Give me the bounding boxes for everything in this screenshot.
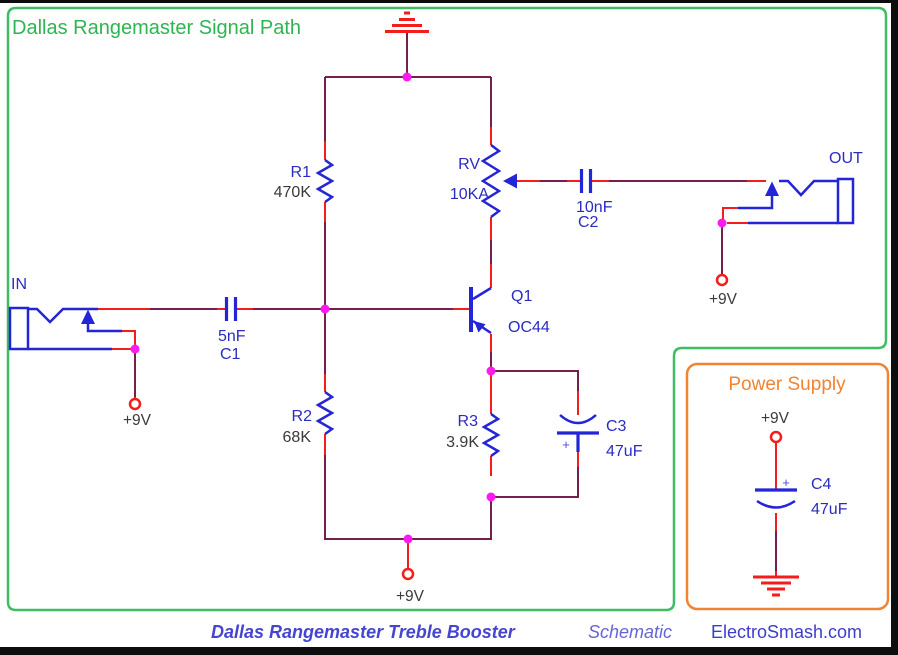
c1-name: C1: [220, 346, 241, 363]
supply-terminal-out: +9V: [709, 273, 738, 308]
ps-9v-label: +9V: [761, 410, 790, 427]
power-supply-title: Power Supply: [728, 374, 846, 395]
r2-value: 68K: [283, 429, 312, 446]
wires: [134, 33, 777, 571]
potentiometer-rv: RV 10KA: [450, 144, 517, 218]
c4-value: 47uF: [811, 501, 848, 518]
footer-caption: Dallas Rangemaster Treble Booster Schema…: [0, 622, 890, 646]
r2-name: R2: [292, 408, 313, 425]
input-jack-icon: IN: [8, 276, 122, 351]
leads: [98, 127, 777, 577]
wiper-arrow-icon: [503, 173, 517, 189]
c3-value: 47uF: [606, 443, 643, 460]
c3-plus-icon: +: [562, 437, 570, 452]
q1-value: OC44: [508, 319, 550, 336]
resistor-r3: R3 3.9K: [446, 412, 501, 458]
capacitor-c1: 5nF C1: [218, 297, 246, 363]
supply-terminal-in: +9V: [123, 397, 152, 429]
frame-top: [0, 0, 898, 3]
r3-value: 3.9K: [446, 434, 479, 451]
r1-name: R1: [291, 164, 312, 181]
r1-value: 470K: [274, 184, 312, 201]
c2-value: 10nF: [576, 199, 613, 216]
capacitor-c2: 10nF C2: [576, 169, 613, 231]
page-title: Dallas Rangemaster Signal Path: [12, 17, 301, 39]
resistor-r1: R1 470K: [274, 158, 335, 204]
resistor-r2: R2 68K: [283, 390, 335, 446]
rv-value: 10KA: [450, 186, 489, 203]
footer-type: Schematic: [588, 622, 673, 642]
supply-terminal-ps: +9V: [761, 410, 790, 444]
footer-site-link[interactable]: ElectroSmash.com: [711, 622, 863, 642]
c3-name: C3: [606, 418, 627, 435]
frame-bottom: [0, 647, 898, 655]
footer-title: Dallas Rangemaster Treble Booster: [211, 622, 515, 642]
emitter-arrow-icon: [474, 321, 486, 333]
in-9v-label: +9V: [123, 412, 152, 429]
supply-terminal-bottom: +9V: [396, 567, 425, 605]
c4-name: C4: [811, 476, 832, 493]
power-supply-ground-icon: [753, 575, 799, 597]
capacitor-c4: + C4 47uF: [755, 475, 848, 518]
rv-name: RV: [458, 156, 480, 173]
c1-value: 5nF: [218, 328, 246, 345]
bottom-9v-label: +9V: [396, 588, 425, 605]
q1-name: Q1: [511, 288, 532, 305]
power-supply-border: [685, 362, 890, 611]
out-label: OUT: [829, 150, 863, 167]
capacitor-c3: + C3 47uF: [557, 414, 643, 460]
out-9v-label: +9V: [709, 291, 738, 308]
c4-plus-icon: +: [782, 475, 790, 490]
junction-dots: [130, 72, 727, 544]
c2-name: C2: [578, 214, 599, 231]
signal-path-border: [6, 6, 888, 612]
r3-name: R3: [458, 413, 479, 430]
in-label: IN: [11, 276, 27, 293]
transistor-q1: Q1 OC44: [469, 286, 550, 336]
output-jack-icon: OUT: [738, 150, 863, 225]
frame-right: [891, 0, 898, 655]
ground-icon: [385, 11, 429, 33]
